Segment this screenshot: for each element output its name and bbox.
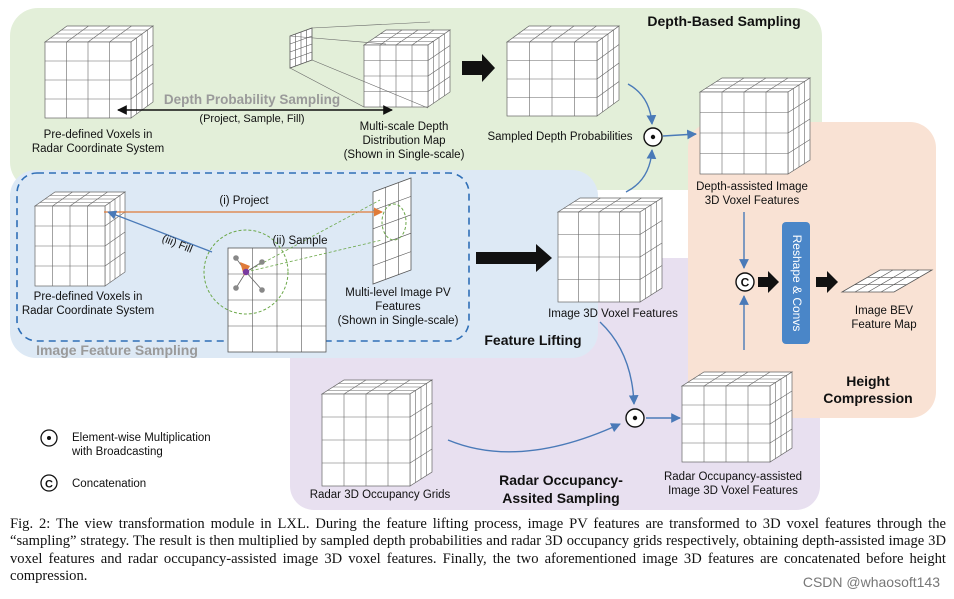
msdd-label-3: (Shown in Single-scale) xyxy=(344,149,465,161)
msdd-label-2: Distribution Map xyxy=(362,135,445,147)
radar-assisted-cube xyxy=(680,371,794,463)
svg-text:C: C xyxy=(741,276,750,290)
diagram: Reshape & Convs C Depth-Based Sampling F… xyxy=(10,8,936,510)
image-feature-sampling-title: Image Feature Sampling xyxy=(36,342,198,358)
predefined-voxels-top-label-2: Radar Coordinate System xyxy=(32,143,164,155)
predefined-voxels-mid xyxy=(33,191,127,287)
radar-sampling-title-1: Radar Occupancy- xyxy=(499,472,623,488)
image-pv-feature-plane xyxy=(372,177,412,285)
depth-assisted-cube xyxy=(698,77,812,175)
predefined-voxels-top xyxy=(43,25,155,119)
reshape-convs-label: Reshape & Convs xyxy=(790,235,804,332)
radar-assisted-label-2: Image 3D Voxel Features xyxy=(668,485,798,497)
concat-operator: C xyxy=(735,272,755,292)
watermark: CSDN @whaosoft143 xyxy=(802,574,940,590)
depth-distribution-plane xyxy=(289,21,431,109)
predefined-voxels-mid-label-1: Pre-defined Voxels in xyxy=(34,291,143,303)
reshape-convs-box xyxy=(782,222,810,344)
thick-arrow-concat xyxy=(758,271,779,293)
depth-assisted-label-1: Depth-assisted Image xyxy=(696,181,808,193)
multiply-operator-bottom xyxy=(625,408,645,428)
ml-pv-label-3: (Shown in Single-scale) xyxy=(338,315,459,327)
sampled-depth-cube xyxy=(505,25,621,117)
radar-occupancy-cube xyxy=(320,379,434,487)
radar-sampling-title-2: Assited Sampling xyxy=(502,490,619,506)
radar-assisted-label-1: Radar Occupancy-assisted xyxy=(664,471,802,483)
thick-arrow-top xyxy=(462,54,495,82)
sampled-depth-label: Sampled Depth Probabilities xyxy=(487,131,632,143)
bev-label-2: Feature Map xyxy=(851,319,916,331)
ml-pv-label-2: Features xyxy=(375,301,421,313)
depth-distribution-cube xyxy=(362,29,452,108)
svg-text:Concatenation: Concatenation xyxy=(72,478,146,490)
height-compression-title-2: Compression xyxy=(823,390,912,406)
radar-occ-grids-label: Radar 3D Occupancy Grids xyxy=(310,489,451,501)
depth-assisted-label-2: 3D Voxel Features xyxy=(705,195,800,207)
sample-grid xyxy=(203,199,383,353)
project-label: (i) Project xyxy=(219,195,269,207)
bev-feature-map xyxy=(840,269,934,293)
bev-label-1: Image BEV xyxy=(855,305,913,317)
sample-label: (ii) Sample xyxy=(273,235,328,247)
arrow-mult-to-depth-assisted xyxy=(662,129,697,140)
image-3d-voxel-cube xyxy=(556,197,664,303)
legend-multiplication: Element-wise Multiplication with Broadca… xyxy=(40,429,211,458)
image-3d-voxel-label: Image 3D Voxel Features xyxy=(548,308,678,320)
predefined-voxels-mid-label-2: Radar Coordinate System xyxy=(22,305,154,317)
arrow-fill xyxy=(107,210,213,253)
depth-prob-sampling-sub: (Project, Sample, Fill) xyxy=(199,113,304,125)
figure-caption: Fig. 2: The view transformation module i… xyxy=(10,516,946,584)
ml-pv-label-1: Multi-level Image PV xyxy=(345,287,451,299)
svg-text:Element-wise Multiplication: Element-wise Multiplication xyxy=(72,432,211,444)
thick-arrow-mid xyxy=(476,244,552,272)
svg-text:C: C xyxy=(45,479,53,491)
arrow-image3d-to-mult-bottom xyxy=(599,321,639,405)
thick-arrow-bev xyxy=(816,271,838,293)
svg-text:with Broadcasting: with Broadcasting xyxy=(71,446,163,458)
feature-lifting-title: Feature Lifting xyxy=(484,332,581,348)
height-compression-region xyxy=(688,122,936,418)
arrow-image3d-to-mult-top xyxy=(625,149,657,193)
height-compression-title-1: Height xyxy=(846,373,890,389)
msdd-label-1: Multi-scale Depth xyxy=(360,121,449,133)
predefined-voxels-top-label-1: Pre-defined Voxels in xyxy=(44,129,153,141)
legend-concatenation: C Concatenation xyxy=(40,474,146,492)
depth-based-sampling-title: Depth-Based Sampling xyxy=(647,13,800,29)
arrow-sampled-to-mult xyxy=(627,83,657,125)
multiply-operator-top xyxy=(643,127,663,147)
arrow-radar-to-mult xyxy=(447,423,621,453)
depth-prob-sampling-label: Depth Probability Sampling xyxy=(164,92,340,107)
